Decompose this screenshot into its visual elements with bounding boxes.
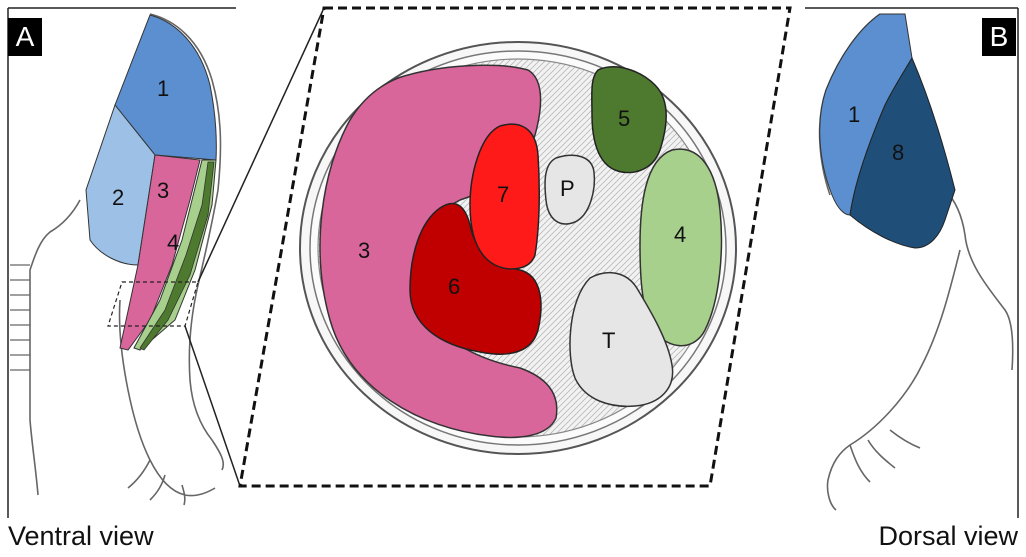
panel-tag-b: B: [982, 18, 1016, 56]
ventral-panel: 1 2 3 4: [7, 7, 236, 518]
section-label-3: 3: [358, 238, 370, 263]
zoom-connectors: [184, 7, 325, 487]
ventral-muscle-4-edge: [139, 161, 215, 351]
section-label-5: 5: [618, 106, 630, 131]
caption-ventral-view: Ventral view: [8, 521, 154, 551]
section-label-6: 6: [448, 274, 460, 299]
section-label-t: T: [602, 328, 615, 353]
ventral-label-2: 2: [112, 185, 124, 210]
cross-section-panel: 3 6 7 P 5 4 T: [238, 6, 792, 488]
ventral-label-4: 4: [167, 230, 179, 255]
section-label-7: 7: [497, 182, 509, 207]
ventral-muscle-1: [114, 14, 217, 161]
section-label-p: P: [560, 176, 575, 201]
section-structure-p: [544, 154, 596, 225]
section-muscle-5: [591, 66, 667, 174]
section-muscle-7: [469, 123, 540, 270]
ventral-label-1: 1: [157, 76, 169, 101]
ventral-label-3: 3: [157, 178, 169, 203]
ventral-muscle-4: [133, 159, 217, 351]
rib-marks: [10, 264, 30, 371]
dorsal-panel: 1 8: [805, 7, 1019, 518]
section-structure-t: [569, 271, 674, 408]
section-muscle-4: [639, 148, 723, 347]
dorsal-label-8: 8: [892, 140, 904, 165]
panel-tag-a: A: [8, 18, 42, 56]
dorsal-label-1: 1: [848, 102, 860, 127]
section-muscle-6: [409, 202, 542, 355]
section-label-4: 4: [674, 222, 686, 247]
dorsal-muscle-8: [849, 56, 956, 249]
caption-dorsal-view: Dorsal view: [878, 521, 1018, 551]
